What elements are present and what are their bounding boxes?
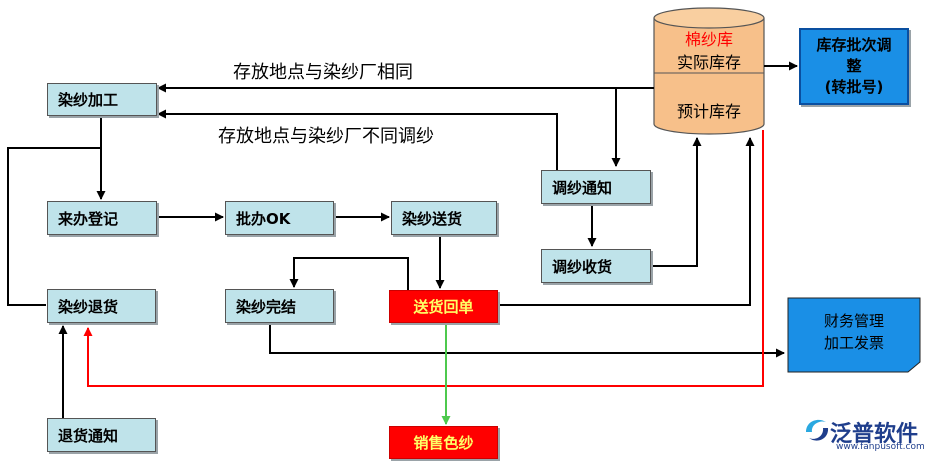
warehouse-actual-stock: 实际库存 [676,53,741,72]
node-dye-complete: 染纱完结 [225,289,334,323]
arrow-complete-to-finance [269,323,785,358]
logo: 泛普软件 [800,416,918,448]
finance-document-shape [787,297,921,373]
warehouse-cylinder [653,7,765,135]
node-register: 来办登记 [47,201,157,235]
arrow-receipt-to-warehouse [498,137,755,306]
node-sell-colored-yarn: 销售色纱 [389,426,498,459]
connectors [7,61,798,418]
node-dye-return: 染纱退货 [47,289,156,323]
batch-adjust-line1: 库存批次调 [816,36,892,54]
arrow-warehouse-to-yarn-notice [611,87,633,167]
node-yarn-receipt: 调纱收货 [541,249,651,283]
node-approve-ok: 批办OK [225,201,334,235]
logo-brand: 泛普软件 [830,422,919,447]
node-batch-adjust: 库存批次调 整 (转批号) [799,28,909,105]
arrow-yarn-notice-to-dye-processing [157,109,558,172]
node-yarn-notice: 调纱通知 [541,170,651,204]
arrow-warehouse-return-red [83,130,764,387]
logo-url: www.fanpusoft.com [836,442,925,452]
arrow-yarn-receipt-to-warehouse [651,137,702,267]
warehouse-forecast-stock: 预计库存 [676,102,741,121]
finance-line1: 财务管理 [823,312,884,330]
label-same-location: 存放地点与染纱厂相同 [233,62,413,83]
label-different-location: 存放地点与染纱厂不同调纱 [218,126,434,147]
node-return-notice: 退货通知 [47,418,156,452]
batch-adjust-line2: 整 [846,57,862,75]
batch-adjust-line3: (转批号) [824,78,884,96]
node-delivery-receipt: 送货回单 [389,290,498,323]
arrow-receipt-to-complete [289,257,409,290]
logo-swirl-icon [806,419,829,441]
node-dye-delivery: 染纱送货 [391,201,497,235]
finance-line2: 加工发票 [823,334,884,352]
warehouse-name: 棉纱库 [684,30,733,49]
arrow-return-loop [7,147,101,306]
node-dye-processing: 染纱加工 [47,83,157,116]
